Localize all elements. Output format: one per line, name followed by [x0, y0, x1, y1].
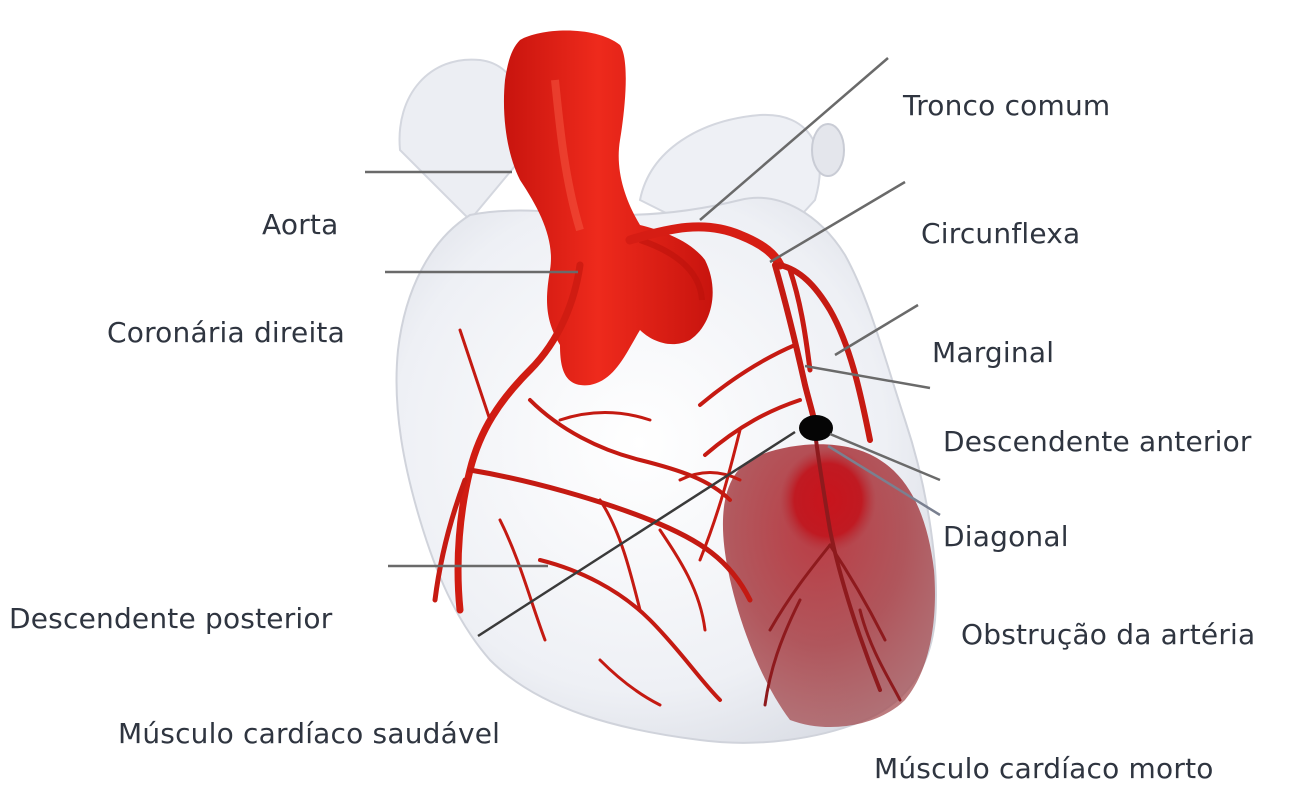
label-aorta: Aorta: [262, 208, 338, 242]
label-descendente-posterior: Descendente posterior: [9, 602, 332, 636]
label-tronco-comum: Tronco comum: [903, 89, 1110, 123]
label-circunflexa: Circunflexa: [921, 217, 1080, 251]
label-diagonal: Diagonal: [943, 520, 1069, 554]
label-musculo-morto: Músculo cardíaco morto: [874, 752, 1214, 786]
label-musculo-saudavel: Músculo cardíaco saudável: [118, 717, 500, 751]
label-descendente-anterior: Descendente anterior: [943, 425, 1252, 459]
label-coronaria-direita: Coronária direita: [107, 316, 345, 350]
label-obstrucao: Obstrução da artéria: [961, 618, 1255, 652]
label-marginal: Marginal: [932, 336, 1054, 370]
obstruction-marker-icon: [799, 415, 833, 441]
